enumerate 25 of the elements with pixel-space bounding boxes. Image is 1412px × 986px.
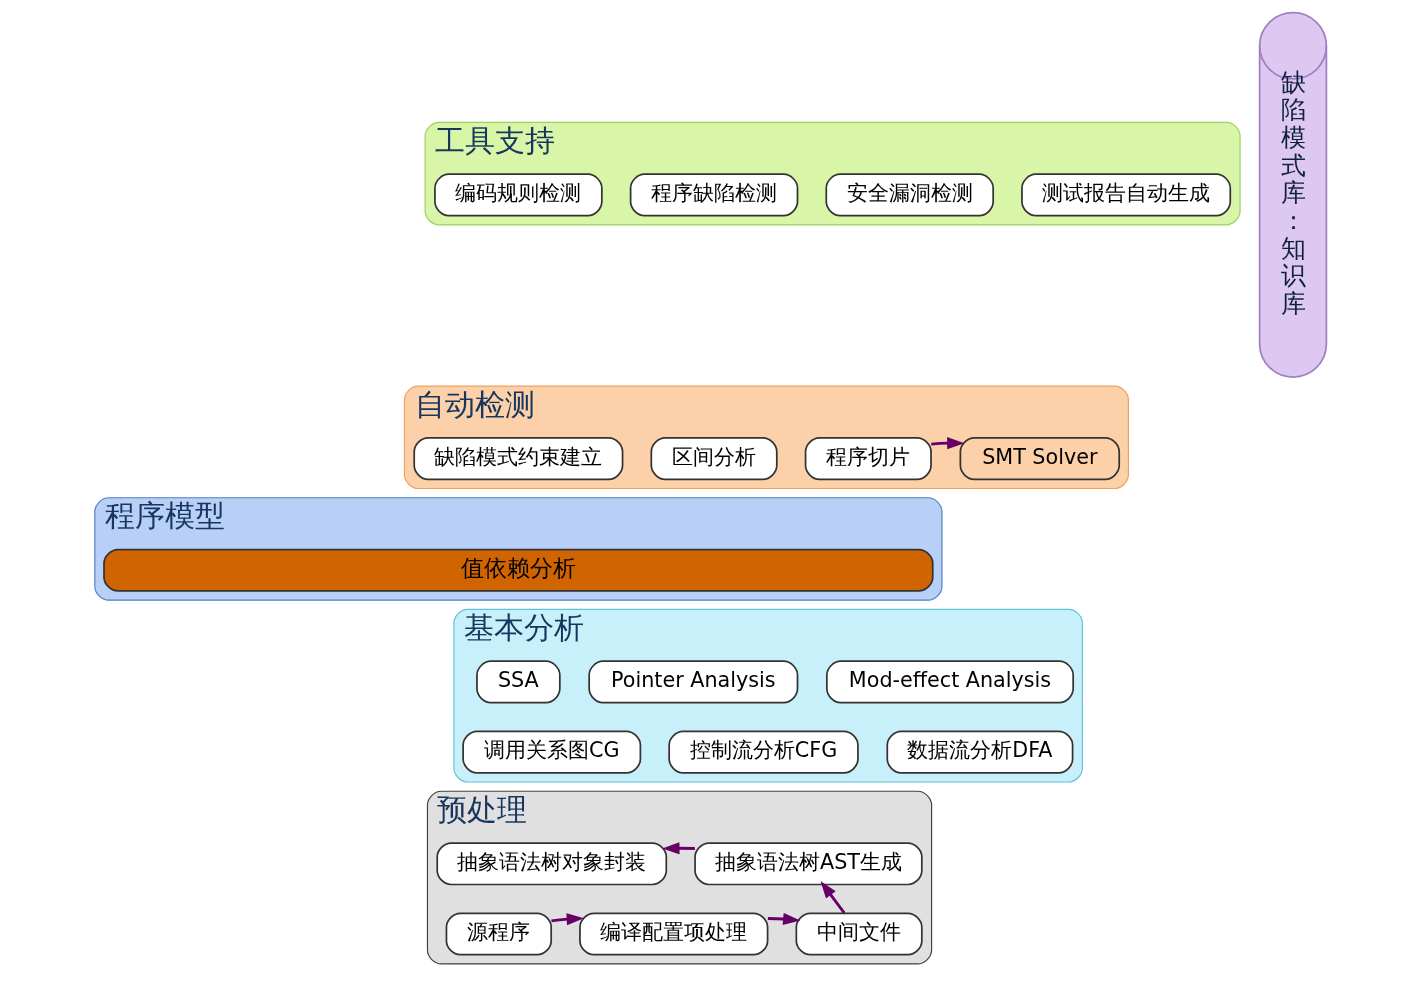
node-box: 抽象语法树AST生成 (694, 842, 923, 886)
node-box: 程序切片 (804, 437, 932, 481)
node-box: 控制流分析CFG (668, 730, 859, 774)
node-box: 抽象语法树对象封装 (436, 842, 668, 886)
node-box: 编译配置项处理 (579, 912, 769, 956)
node-box: 程序缺陷检测 (629, 173, 799, 217)
node-box: 编码规则检测 (434, 173, 603, 217)
node-box: 安全漏洞检测 (825, 173, 995, 217)
node-box: 调用关系图CG (462, 730, 642, 774)
node-box: SSA (476, 660, 561, 704)
arrow (662, 842, 695, 855)
node-box: Pointer Analysis (588, 660, 799, 704)
node-box: Mod-effect Analysis (826, 660, 1075, 704)
node-box: 测试报告自动生成 (1021, 173, 1232, 217)
node-box: 源程序 (445, 912, 553, 956)
arrow (551, 913, 584, 926)
node-box: 值依赖分析 (103, 548, 934, 592)
node-box: 数据流分析DFA (886, 730, 1074, 774)
node-box: SMT Solver (959, 437, 1121, 481)
node-box: 缺陷模式约束建立 (413, 437, 624, 481)
arrow (767, 912, 801, 925)
arrow (820, 881, 846, 914)
node-box: 区间分析 (650, 437, 778, 481)
node-box: 中间文件 (795, 912, 923, 956)
arrow (931, 437, 965, 450)
